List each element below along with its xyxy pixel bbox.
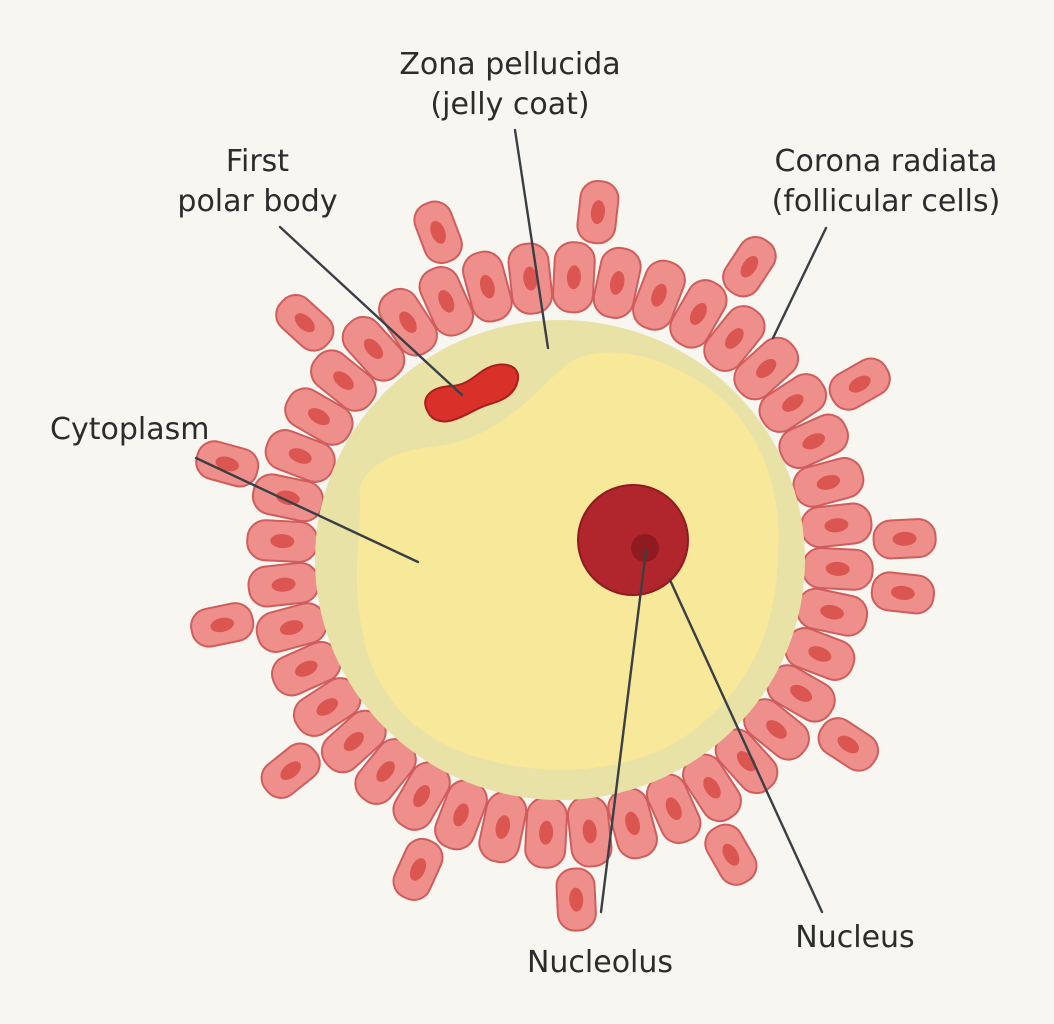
follicular-cell — [418, 266, 475, 337]
follicular-cell — [555, 867, 597, 932]
follicular-cell — [275, 294, 335, 352]
follicular-cell — [246, 519, 319, 563]
follicular-cell — [872, 518, 937, 560]
follicular-cell — [478, 791, 528, 864]
follicular-cell — [800, 502, 873, 549]
leader-line-cytoplasm — [194, 456, 420, 564]
label-cytoplasm: Cytoplasm — [50, 412, 210, 447]
follicular-cell — [310, 349, 377, 412]
follicular-cell — [722, 236, 777, 298]
follicular-cell — [592, 246, 642, 319]
follicular-cell — [255, 602, 328, 653]
follicular-cell — [507, 242, 554, 315]
follicular-cell — [817, 717, 879, 772]
follicular-cell — [341, 315, 406, 382]
follicular-cell — [576, 179, 620, 245]
follicular-cell — [271, 640, 342, 697]
follicular-cell — [392, 837, 444, 901]
follicular-cell — [703, 305, 766, 372]
leader-line-corona-radiata — [771, 226, 828, 340]
follicular-cell — [524, 796, 568, 869]
follicular-cell — [632, 259, 686, 331]
follicular-cell — [801, 547, 874, 591]
leader-lines — [194, 128, 828, 914]
follicular-cell — [552, 241, 596, 314]
nucleolus — [631, 534, 659, 562]
follicular-cell — [766, 664, 836, 723]
follicular-cell — [566, 795, 613, 868]
follicular-cell — [828, 357, 891, 411]
follicular-cell — [743, 698, 810, 761]
label-nucleus: Nucleus — [795, 920, 915, 955]
follicular-cell — [284, 387, 354, 446]
follicular-cell — [758, 373, 828, 433]
nucleus — [577, 484, 689, 596]
follicular-cell — [247, 561, 320, 608]
follicular-cell — [669, 279, 728, 349]
leader-line-nucleolus — [599, 548, 648, 914]
follicular-cell — [195, 440, 260, 488]
follicular-cell — [778, 413, 849, 470]
label-first-polar-body: First polar body — [177, 144, 338, 219]
leader-line-zona-pellucida — [513, 128, 550, 350]
label-nucleolus: Nucleolus — [526, 945, 674, 980]
label-zona-pellucida: Zona pellucida (jelly coat) — [399, 47, 621, 122]
label-corona-radiata: Corona radiata (follicular cells) — [771, 144, 1001, 219]
follicular-cell — [704, 823, 758, 886]
follicular-cell — [607, 787, 658, 860]
follicular-cell — [413, 200, 463, 265]
leader-line-nucleus — [668, 578, 824, 914]
follicular-cell — [784, 627, 856, 681]
follicular-cell — [792, 457, 865, 508]
follicular-cell — [260, 742, 321, 799]
follicular-cell — [264, 429, 336, 483]
corona-radiata-cells — [190, 179, 937, 932]
follicular-cell — [714, 728, 779, 795]
follicular-cell — [190, 602, 255, 648]
follicular-cell — [733, 336, 800, 401]
follicular-cell — [378, 287, 438, 357]
follicular-cell — [682, 753, 742, 823]
follicular-cell — [462, 250, 513, 323]
cytoplasm — [356, 352, 779, 770]
follicular-cell — [870, 571, 936, 615]
leader-line-polar-body — [278, 225, 464, 397]
